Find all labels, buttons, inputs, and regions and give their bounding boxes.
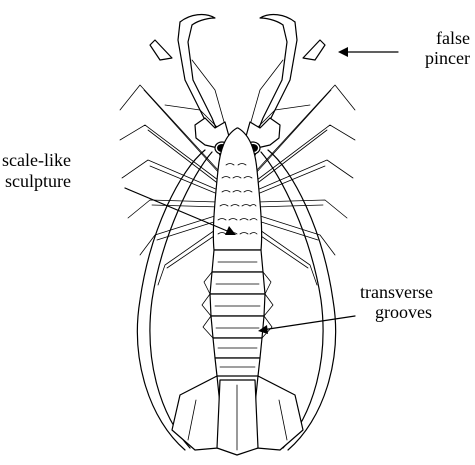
- tail-fan: [172, 376, 303, 455]
- label-false-pincer-line1: false: [436, 28, 470, 48]
- label-scale-like-sculpture-line1: scale-like: [2, 150, 71, 170]
- label-false-pincer-line2: pincer: [425, 48, 470, 68]
- label-transverse-grooves-line2: grooves: [375, 302, 432, 322]
- label-scale-like-sculpture-line2: sculpture: [5, 171, 71, 191]
- label-transverse-grooves-line1: transverse: [360, 282, 433, 302]
- abdomen: [202, 250, 273, 376]
